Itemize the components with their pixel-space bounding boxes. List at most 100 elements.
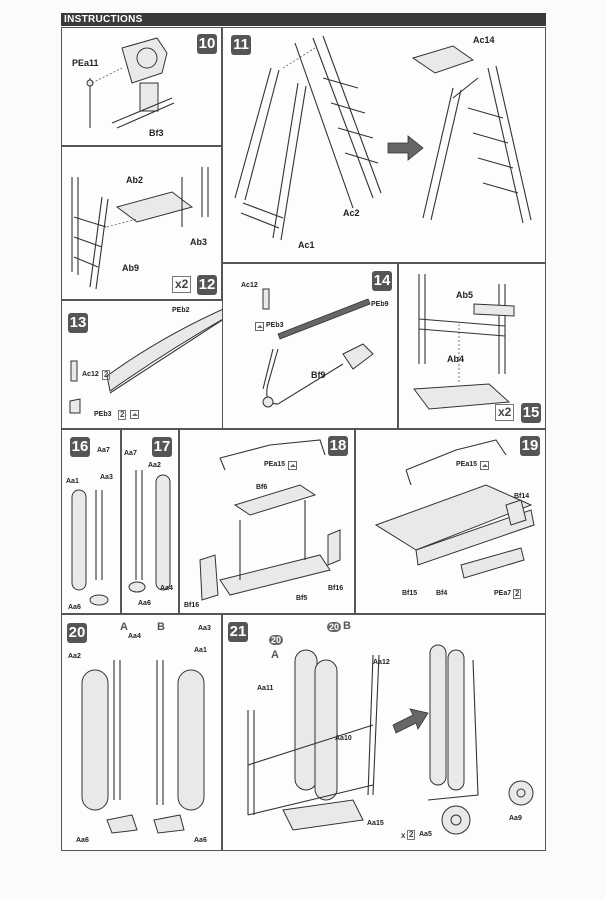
step-14-drawing [262, 288, 374, 408]
multiplier-2: 2 [102, 370, 111, 380]
part-label: Aa6 [138, 600, 151, 607]
step-21-number: 21 [228, 622, 248, 642]
step-17-panel: 17 Aa7 Aa2 Aa4 Aa6 [121, 429, 179, 614]
step-15-drawing [413, 274, 515, 410]
part-label: Aa12 [373, 659, 390, 666]
part-label: PEb3 [94, 411, 112, 418]
part-label: Bf16 [328, 585, 344, 592]
step-19-drawing [374, 439, 535, 579]
part-label: Aa6 [76, 837, 89, 844]
multiplier-2: 2 [118, 410, 127, 420]
step-16-drawing [71, 489, 109, 606]
part-label: Bf4 [436, 590, 448, 597]
part-label: PEa7 [494, 590, 512, 597]
part-label: Aa4 [128, 633, 141, 640]
step-18-panel: 18 PEa15 Bf6 Bf16 Bf5 Bf16 [179, 429, 355, 614]
part-label: Bf16 [184, 602, 200, 609]
step-14-number: 14 [372, 271, 392, 291]
step-16-panel: 16 Aa7 Aa1 Aa3 Aa6 [61, 429, 121, 614]
step-13-panel: 13 PEb2 Ac12 2 PEb3 2 [61, 300, 230, 429]
sub-assembly-label: A [271, 649, 279, 661]
part-label: Aa2 [68, 653, 81, 660]
step-12-drawing [71, 167, 209, 290]
part-label: Ab2 [126, 175, 144, 185]
step-20-drawing [81, 660, 205, 834]
part-label: Aa4 [160, 585, 173, 592]
step-11-drawing [234, 35, 532, 241]
part-label: Bf14 [514, 493, 530, 500]
step-15-panel: 15 x2 Ab5 Ab4 [398, 263, 546, 429]
step-20-panel: 20 A B Aa2 Aa4 Aa3 Aa1 Aa6 Aa6 [61, 614, 222, 851]
step-13-drawing [69, 305, 229, 414]
part-label: Bf3 [149, 128, 164, 138]
step-14-panel: 14 Ac12 PEb9 PEb3 Bf9 [222, 263, 398, 429]
part-label: Ac14 [473, 35, 495, 45]
step-18-drawing [199, 439, 341, 601]
part-label: Ab3 [190, 237, 208, 247]
part-label: Aa2 [148, 462, 161, 469]
step-13-number: 13 [68, 313, 88, 333]
part-label: Aa1 [66, 478, 79, 485]
step-20-number: 20 [67, 623, 87, 643]
step-18-number: 18 [328, 436, 348, 456]
part-label: Aa5 [419, 831, 432, 838]
step-19-panel: 19 PEa15 Bf14 Bf15 Bf4 PEa7 2 [355, 429, 546, 614]
part-label: PEb2 [172, 307, 190, 314]
part-label: Aa11 [257, 685, 274, 692]
quantity-badge: x2 [495, 404, 515, 421]
part-label: Aa10 [335, 735, 352, 742]
part-label: Aa6 [68, 604, 81, 611]
part-label: Aa7 [97, 447, 110, 454]
part-label: Aa3 [100, 474, 113, 481]
part-label: PEa11 [72, 58, 99, 68]
part-label: Aa9 [509, 815, 522, 822]
step-19-number: 19 [520, 436, 540, 456]
part-label: Bf9 [311, 370, 326, 380]
step-21-drawing [247, 644, 534, 835]
step-16-number: 16 [70, 437, 90, 457]
step-10-drawing [86, 37, 175, 129]
part-label: Aa1 [194, 647, 207, 654]
step-ref-badge: 20 [269, 635, 284, 645]
step-10-panel: 10 PEa11 Bf3 [61, 27, 222, 146]
part-label: Aa3 [198, 625, 211, 632]
step-10-number: 10 [197, 34, 217, 54]
step-12-number: 12 [197, 275, 217, 295]
part-label: PEb3 [266, 322, 284, 329]
part-label: Ac1 [298, 240, 315, 250]
header-title: INSTRUCTIONS [64, 14, 143, 25]
part-label: PEa15 [456, 461, 478, 468]
multiplier-2: 2 [407, 830, 416, 840]
part-label: Ab4 [447, 354, 465, 364]
paint-icon [130, 410, 139, 419]
part-label: Aa6 [194, 837, 207, 844]
part-label: Ac2 [343, 208, 360, 218]
part-label: Bf15 [402, 590, 418, 597]
sub-assembly-label: B [343, 620, 351, 632]
paint-icon [255, 322, 264, 331]
step-21-panel: 21 20 A 20 B Aa12 Aa11 Aa10 Aa15 Aa9 x 2… [222, 614, 546, 851]
part-label: Ab5 [456, 290, 474, 300]
step-15-number: 15 [521, 403, 541, 423]
step-11-number: 11 [231, 35, 251, 55]
multiplier-x: x [401, 831, 406, 840]
part-label: PEb9 [371, 301, 389, 308]
part-label: Bf6 [256, 484, 268, 491]
quantity-badge: x2 [172, 276, 192, 293]
part-label: Ac12 [241, 282, 258, 289]
step-ref-badge: 20 [327, 622, 342, 632]
paint-icon [288, 461, 297, 470]
paint-icon [480, 461, 489, 470]
sub-assembly-label: B [157, 621, 165, 633]
sub-assembly-label: A [120, 621, 128, 633]
part-label: Ac12 [82, 371, 99, 378]
part-label: PEa15 [264, 461, 286, 468]
step-12-panel: 12 x2 Ab2 Ab3 Ab9 [61, 146, 222, 300]
part-label: Bf5 [296, 595, 308, 602]
step-17-number: 17 [152, 437, 172, 457]
part-label: Aa7 [124, 450, 137, 457]
instructions-header: INSTRUCTIONS [61, 13, 546, 26]
multiplier-2: 2 [513, 589, 522, 599]
part-label: Aa15 [367, 820, 384, 827]
